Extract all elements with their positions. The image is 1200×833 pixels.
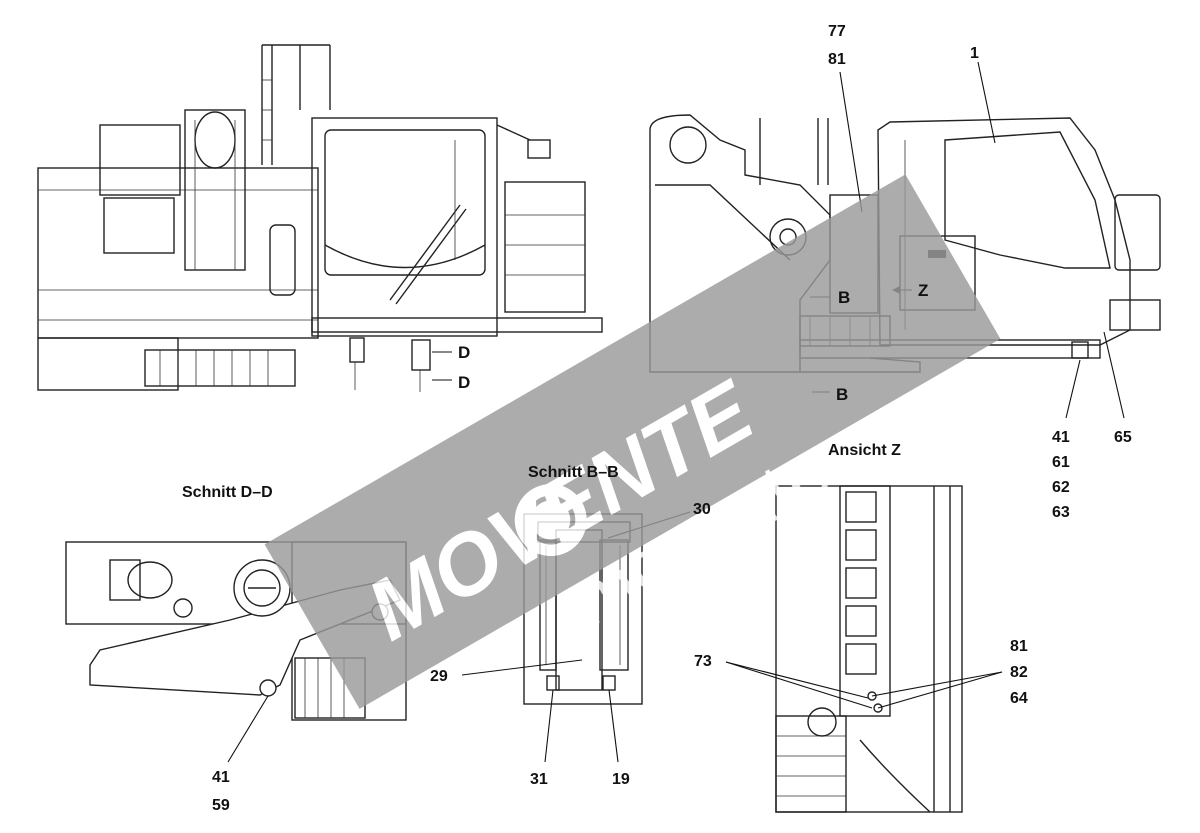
callout-63: 63 — [1052, 504, 1070, 521]
callout-81-top: 81 — [828, 51, 846, 68]
marker-b-upper: B — [838, 288, 850, 307]
marker-d-upper: D — [458, 343, 470, 362]
marker-z: Z — [918, 281, 928, 300]
callout-73: 73 — [694, 653, 712, 670]
watermark-logo-icon — [514, 484, 587, 557]
callout-81-z: 81 — [1010, 638, 1028, 655]
marker-d-lower: D — [458, 373, 470, 392]
marker-b-lower: B — [836, 385, 848, 404]
callout-19: 19 — [612, 771, 630, 788]
callout-77: 77 — [828, 23, 846, 40]
front-machine-view — [37, 44, 603, 392]
callout-41-right: 41 — [1052, 429, 1070, 446]
callout-31: 31 — [530, 771, 548, 788]
callout-41-left: 41 — [212, 769, 230, 786]
callout-64: 64 — [1010, 690, 1028, 707]
title-schnitt-d-d: Schnitt D–D — [182, 484, 273, 501]
title-schnitt-b-b: Schnitt B–B — [528, 464, 619, 481]
callout-82: 82 — [1010, 664, 1028, 681]
callout-1: 1 — [970, 45, 979, 62]
title-ansicht-z: Ansicht Z — [828, 442, 901, 459]
callout-61: 61 — [1052, 454, 1070, 471]
callout-59: 59 — [212, 797, 230, 814]
callout-30: 30 — [693, 501, 711, 518]
callout-62: 62 — [1052, 479, 1070, 496]
watermark: MOVENTE movente.ru — [264, 174, 1001, 709]
callout-65: 65 — [1114, 429, 1132, 446]
view-z — [725, 485, 1003, 813]
callout-29: 29 — [430, 668, 448, 685]
watermark-banner — [264, 174, 1001, 709]
